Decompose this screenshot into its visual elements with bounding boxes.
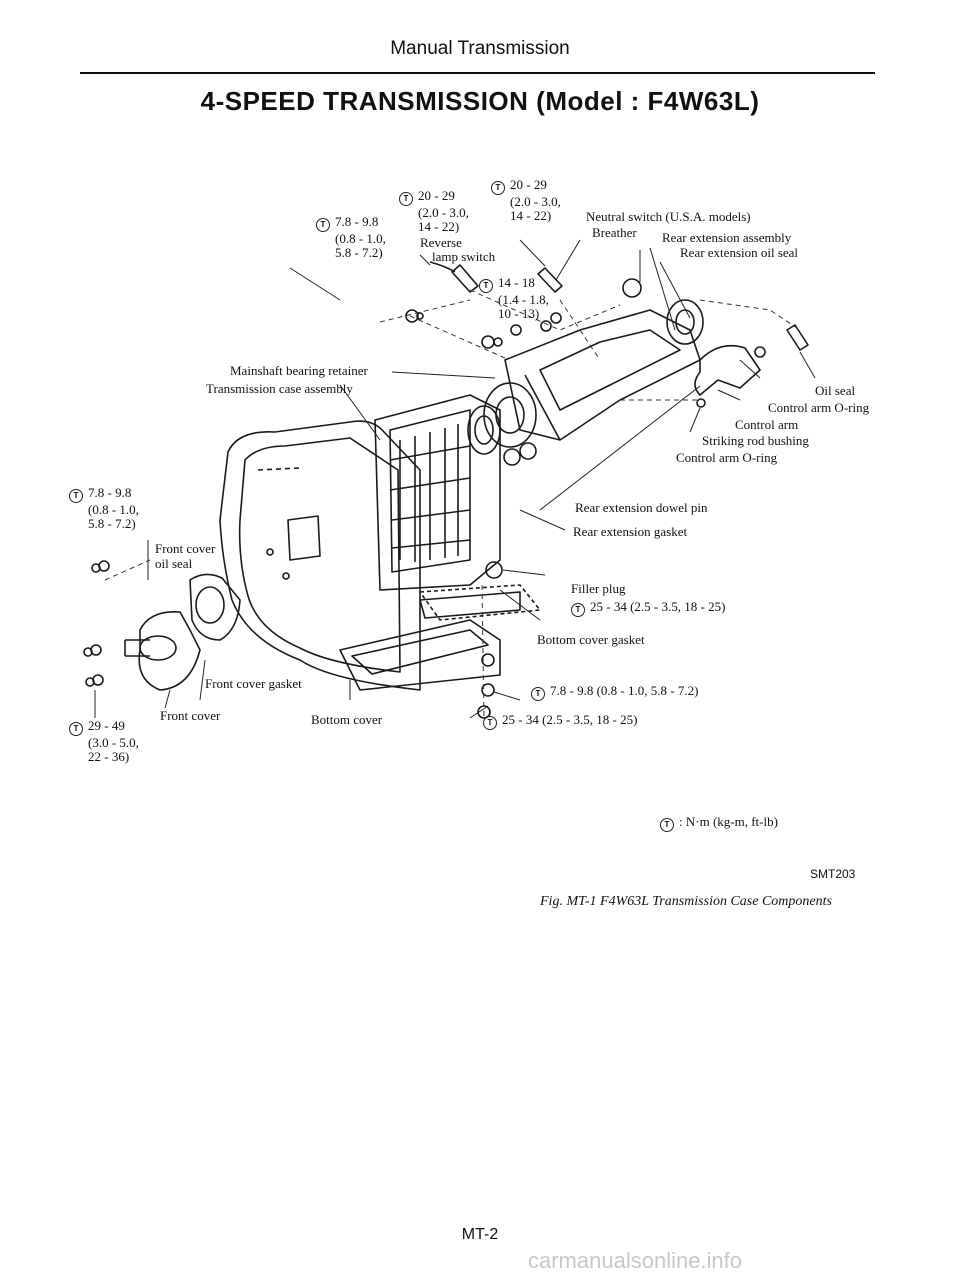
watermark: carmanualsonline.info xyxy=(528,1248,743,1273)
label-lamp-switch: lamp switch xyxy=(432,249,496,264)
label-control-arm-oring-2: Control arm O-ring xyxy=(676,450,778,465)
label-front-cover: Front cover xyxy=(160,708,221,723)
front-cover xyxy=(138,611,201,691)
label-breather: Breather xyxy=(592,225,637,240)
front-cover-gasket xyxy=(189,573,241,641)
label-bottom-cover-gasket: Bottom cover gasket xyxy=(537,632,645,647)
label-filler-plug: Filler plug xyxy=(571,581,626,596)
filler-plug xyxy=(485,561,503,579)
label-front-cover-oil-seal-2: oil seal xyxy=(155,556,193,571)
figure-code: SMT203 xyxy=(810,867,856,881)
torque-icon: T xyxy=(399,192,413,206)
torque-unit-legend: T: N·m (kg-m, ft-lb) xyxy=(660,815,778,832)
label-bottom-cover: Bottom cover xyxy=(311,712,383,727)
label-rear-extension-oil-seal: Rear extension oil seal xyxy=(680,245,799,260)
bottom-cover xyxy=(339,619,501,691)
label-front-cover-oil-seal: Front cover xyxy=(155,541,216,556)
torque-icon: T xyxy=(479,279,493,293)
label-control-arm-oring-1: Control arm O-ring xyxy=(768,400,870,415)
label-front-cover-gasket: Front cover gasket xyxy=(205,676,302,691)
torque-icon: T xyxy=(531,687,545,701)
label-striking-rod-bushing: Striking rod bushing xyxy=(702,433,809,448)
torque-icon: T xyxy=(491,181,505,195)
torque-icon: T xyxy=(69,489,83,503)
header-rule xyxy=(80,72,875,74)
label-reverse: Reverse xyxy=(420,235,462,250)
label-oil-seal: Oil seal xyxy=(815,383,856,398)
torque-icon: T xyxy=(316,218,330,232)
torque-icon: T xyxy=(571,603,585,617)
transmission-case xyxy=(374,394,501,591)
label-mainshaft-bearing-retainer: Mainshaft bearing retainer xyxy=(230,363,368,378)
torque-icon: T xyxy=(69,722,83,736)
torque-icon: T xyxy=(660,818,674,832)
label-control-arm: Control arm xyxy=(735,417,799,432)
figure-caption: Fig. MT-1 F4W63L Transmission Case Compo… xyxy=(540,894,832,909)
label-neutral-switch: Neutral switch (U.S.A. models) xyxy=(586,209,751,224)
bottom-cover-gasket xyxy=(419,584,541,621)
page-number: MT-2 xyxy=(461,1226,499,1243)
mainshaft-bearing-retainer xyxy=(483,382,537,448)
control-arm xyxy=(694,344,761,396)
label-rear-extension-dowel-pin: Rear extension dowel pin xyxy=(575,500,708,515)
label-rear-extension-gasket: Rear extension gasket xyxy=(573,524,688,539)
page-header: Manual Transmission xyxy=(390,38,570,59)
page-title: 4-SPEED TRANSMISSION (Model : F4W63L) xyxy=(200,86,760,116)
rear-extension-assembly xyxy=(504,309,701,441)
label-rear-extension-assembly: Rear extension assembly xyxy=(662,230,792,245)
label-transmission-case: Transmission case assembly xyxy=(206,381,353,396)
torque-icon: T xyxy=(483,716,497,730)
